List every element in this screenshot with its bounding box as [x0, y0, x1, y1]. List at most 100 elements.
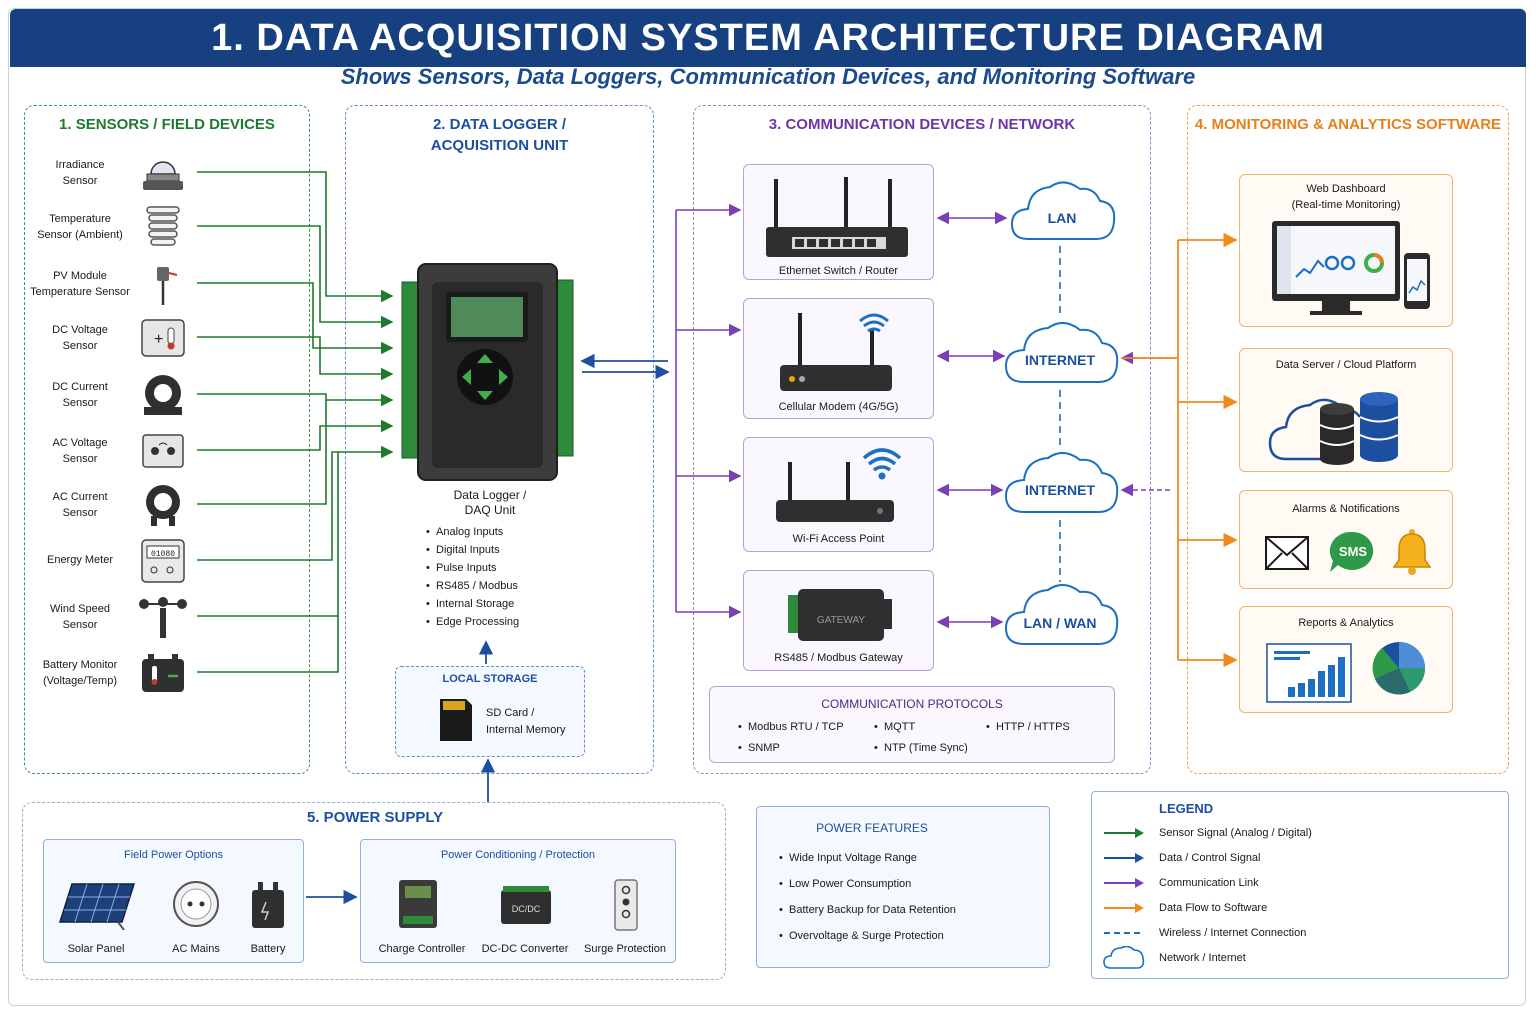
sensor-label: Temperature Sensor (Ambient)	[37, 213, 123, 241]
legend-item: Data Flow to Software	[1103, 899, 1267, 917]
sensor-label: Irradiance Sensor	[55, 159, 105, 187]
web-dashboard-card[interactable]: Web Dashboard (Real-time Monitoring)	[1239, 174, 1453, 327]
modbus-gateway-card[interactable]: GATEWAY RS485 / Modbus Gateway	[743, 570, 934, 671]
solar-panel-label: Solar Panel	[67, 943, 125, 955]
data-logger-device[interactable]	[400, 262, 575, 484]
data-server-label: Data Server / Cloud Platform	[1275, 359, 1417, 371]
legend-item-label: Data / Control Signal	[1159, 852, 1261, 864]
wifi-signal-icon	[862, 448, 902, 472]
legend-item-label: Sensor Signal (Analog / Digital)	[1159, 827, 1312, 839]
cellular-modem-card[interactable]: Cellular Modem (4G/5G)	[743, 298, 934, 419]
charge-controller-label: Charge Controller	[378, 943, 466, 955]
left-button-icon	[462, 369, 471, 385]
page-subtitle: Shows Sensors, Data Loggers, Communicati…	[340, 64, 1196, 89]
legend-cloud-icon	[1103, 946, 1145, 969]
power-conditioning-title: Power Conditioning / Protection	[440, 849, 596, 861]
title-bar: 1. DATA ACQUISITION SYSTEM ARCHITECTURE …	[10, 9, 1526, 67]
legend-arrow-icon	[1104, 878, 1144, 888]
cellular-modem-icon	[780, 313, 892, 391]
power-section: 5. POWER SUPPLY	[22, 802, 726, 980]
wifi-access-point-card[interactable]: Wi-Fi Access Point	[743, 437, 934, 552]
local-storage-box: LOCAL STORAGE SD Card / Internal Memory	[395, 666, 585, 757]
battery-icon	[252, 882, 284, 928]
logger-feature-item: Pulse Inputs	[426, 559, 606, 577]
logger-feature-item: Edge Processing	[426, 613, 606, 631]
sensor-label: DC Voltage Sensor	[52, 324, 108, 352]
alarms-card[interactable]: Alarms & Notifications SMS	[1239, 490, 1453, 589]
battery-monitor-icon	[136, 650, 190, 696]
right-button-icon	[499, 369, 508, 385]
logger-feature-list: Analog InputsDigital InputsPulse InputsR…	[426, 523, 606, 631]
field-power-box: Field Power Options Solar Panel AC Mains…	[43, 839, 304, 963]
charge-controller-icon	[399, 880, 437, 928]
energy-meter-display: 01080	[151, 550, 175, 559]
cloud-lan-wan: LAN / WAN	[1004, 584, 1119, 645]
sensor-label: Wind Speed Sensor	[50, 603, 110, 631]
legend-item: Communication Link	[1103, 874, 1259, 892]
legend-item: Data / Control Signal	[1103, 849, 1261, 867]
local-storage-text: SD Card / Internal Memory	[486, 707, 566, 736]
cloud-internet-1-label: INTERNET	[1025, 352, 1095, 368]
ethernet-switch-label: Ethernet Switch / Router	[778, 265, 899, 277]
protocol-item: NTP (Time Sync)	[874, 738, 968, 759]
software-section-title: 4. MONITORING & ANALYTICS SOFTWARE	[1194, 116, 1502, 133]
legend-arrow-icon	[1104, 828, 1144, 838]
bar-chart-icon	[1266, 643, 1352, 703]
power-feature-item: Low Power Consumption	[779, 871, 956, 897]
surge-protection-label: Surge Protection	[584, 943, 666, 955]
ac-mains-label: AC Mains	[172, 943, 220, 955]
legend-item: Wireless / Internet Connection	[1103, 924, 1306, 942]
ethernet-switch-icon	[766, 177, 908, 257]
sms-icon-text: SMS	[1339, 544, 1368, 559]
reports-card[interactable]: Reports & Analytics	[1239, 606, 1453, 713]
power-section-title: 5. POWER SUPPLY	[307, 809, 444, 826]
communication-section: 3. COMMUNICATION DEVICES / NETWORK	[693, 105, 1151, 774]
modbus-gateway-label: RS485 / Modbus Gateway	[774, 652, 903, 664]
protocols-title: COMMUNICATION PROTOCOLS	[821, 697, 1003, 711]
cloud-internet-1: INTERNET	[1004, 322, 1119, 383]
sensor-label: AC Voltage Sensor	[52, 437, 108, 465]
data-logger-label: Data Logger / DAQ Unit	[453, 488, 527, 517]
protocols-col-1: Modbus RTU / TCP SNMP	[738, 717, 844, 759]
anemometer-icon	[136, 594, 190, 640]
power-feature-item: Wide Input Voltage Range	[779, 845, 956, 871]
power-conditioning-box: Power Conditioning / Protection DC/DC Ch…	[360, 839, 676, 963]
modbus-gateway-icon: GATEWAY	[788, 589, 892, 641]
gateway-device-text: GATEWAY	[817, 615, 865, 626]
pie-chart-icon	[1372, 642, 1426, 695]
database-icon	[1319, 403, 1355, 465]
svg-text:+: +	[154, 331, 163, 348]
sms-icon: SMS	[1329, 531, 1374, 572]
legend-item: Network / Internet	[1103, 946, 1246, 969]
legend-box: LEGEND	[1091, 791, 1509, 979]
logger-feature-item: Internal Storage	[426, 595, 606, 613]
legend-item-label: Communication Link	[1159, 877, 1259, 889]
power-features-title: POWER FEATURES	[816, 821, 928, 835]
cloud-lan: LAN	[1010, 181, 1116, 240]
protocol-item: MQTT	[874, 717, 968, 738]
sensor-label: Battery Monitor (Voltage/Temp)	[42, 659, 118, 687]
sensor-label: DC Current Sensor	[52, 381, 108, 409]
left-terminal-block	[401, 281, 419, 459]
communication-section-title: 3. COMMUNICATION DEVICES / NETWORK	[768, 116, 1076, 133]
logger-feature-item: RS485 / Modbus	[426, 577, 606, 595]
dc-current-sensor-icon	[136, 372, 190, 418]
data-server-card[interactable]: Data Server / Cloud Platform	[1239, 348, 1453, 472]
cloud-lan-wan-label: LAN / WAN	[1023, 615, 1096, 631]
legend-item: Sensor Signal (Analog / Digital)	[1103, 824, 1312, 842]
dc-dc-converter-icon: DC/DC	[501, 886, 551, 924]
ac-outlet-icon	[173, 881, 219, 927]
sd-card-icon	[440, 699, 472, 741]
power-feature-list: Wide Input Voltage RangeLow Power Consum…	[779, 845, 956, 949]
ethernet-switch-card[interactable]: Ethernet Switch / Router	[743, 164, 934, 280]
ac-current-sensor-icon	[136, 482, 190, 528]
wifi-access-point-label: Wi-Fi Access Point	[792, 533, 885, 545]
legend-arrow-icon	[1104, 903, 1144, 913]
cloud-lan-label: LAN	[1048, 210, 1077, 226]
cloud-internet-2: INTERNET	[1004, 452, 1119, 513]
solar-panel-icon	[58, 883, 136, 930]
protocols-box: COMMUNICATION PROTOCOLS Modbus RTU / TCP…	[709, 686, 1115, 763]
legend-item-label: Network / Internet	[1159, 952, 1246, 964]
irradiance-sensor-icon	[136, 150, 190, 196]
diagram-frame	[8, 8, 1526, 1006]
